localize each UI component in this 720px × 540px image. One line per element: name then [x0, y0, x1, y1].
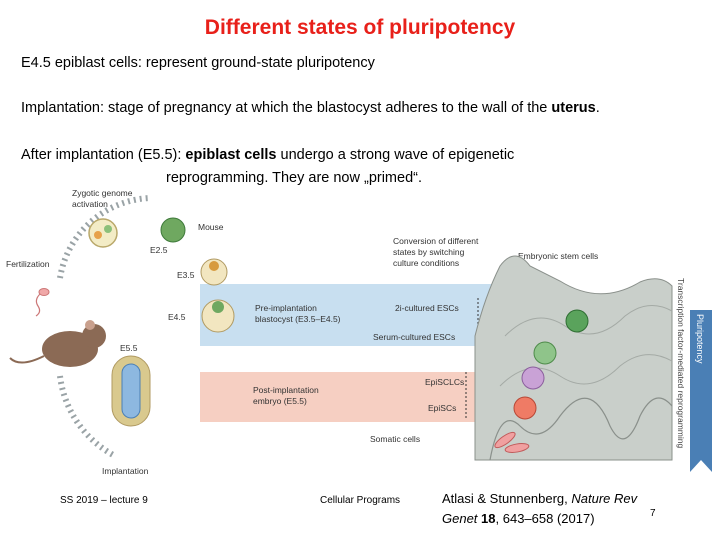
term-uterus: uterus — [551, 100, 596, 116]
inner-cell-mass-e35 — [209, 261, 219, 271]
label-episcs: EpiSCs — [428, 403, 456, 413]
label-conversion-1: Conversion of different — [393, 236, 479, 246]
citation: Atlasi & Stunnenberg, Nature Rev Genet 1… — [442, 489, 637, 529]
label-e55: E5.5 — [120, 343, 138, 353]
term-epiblast-cells: epiblast cells — [185, 147, 277, 163]
label-post-implantation-2: embryo (E5.5) — [253, 396, 307, 406]
cycle-arrow-bottom — [57, 375, 117, 459]
label-e35: E3.5 — [177, 270, 195, 280]
landscape-valleys — [489, 397, 673, 461]
zygote-cell — [88, 218, 118, 248]
blastocyst-e45 — [201, 299, 235, 333]
footer-lecture: SS 2019 – lecture 9 — [60, 495, 148, 506]
label-e45: E4.5 — [168, 312, 186, 322]
footer-course: Cellular Programs — [320, 495, 401, 506]
label-pre-implantation-2: blastocyst (E3.5–E4.5) — [255, 314, 341, 324]
mouse-head — [82, 324, 106, 348]
post-implantation-band — [200, 372, 510, 422]
label-fertilization: Fertilization — [6, 259, 50, 269]
label-implantation: Implantation — [102, 466, 149, 476]
label-conversion-2: states by switching — [393, 247, 465, 257]
label-tf-reprogramming: Transcription factor-mediated reprogramm… — [676, 278, 686, 448]
sperm-tail — [35, 293, 41, 317]
waddington-landscape — [474, 255, 673, 461]
slide-title: Different states of pluripotency — [204, 16, 516, 39]
citation-volume: 18 — [481, 511, 496, 526]
epiblast-e45 — [212, 301, 224, 313]
label-conversion-3: culture conditions — [393, 258, 459, 268]
period: . — [595, 100, 600, 116]
morula — [160, 217, 186, 243]
label-post-implantation-1: Post-implantation — [253, 385, 319, 395]
label-episclcs: EpiSCLCs — [425, 377, 464, 387]
landscape-contour-2 — [504, 305, 673, 337]
text-line-primed: reprogramming. They are now „primed“. — [166, 170, 422, 186]
cluster-2i-escs — [565, 309, 589, 333]
after-implantation-text: undergo a strong wave of epigenetic — [276, 147, 515, 163]
sperm-cell — [38, 288, 50, 296]
label-mouse: Mouse — [198, 222, 224, 232]
label-serum-escs: Serum-cultured ESCs — [373, 332, 455, 342]
label-pluripotency: Pluripotency — [695, 314, 705, 364]
page-number: 7 — [650, 508, 656, 519]
after-implantation-prefix: After implantation (E5.5): — [21, 147, 186, 163]
somatic-cell-2 — [504, 443, 530, 453]
label-zygotic-genome-1: Zygotic genome — [72, 188, 133, 198]
citation-journal-2: Genet — [442, 511, 478, 526]
pluripotency-arrow — [690, 310, 712, 472]
implantation-definition: : stage of pregnancy at which the blasto… — [100, 100, 552, 116]
pronucleus-1 — [94, 231, 102, 239]
cluster-serum-escs — [533, 341, 557, 365]
cluster-episcs — [513, 396, 537, 420]
label-e25: E2.5 — [150, 245, 168, 255]
epiblast-e55 — [121, 363, 141, 419]
label-zygotic-genome-2: activation — [72, 199, 108, 209]
pre-implantation-band — [200, 284, 510, 346]
text-line-ground-state: E4.5 epiblast cells: represent ground-st… — [21, 55, 375, 71]
label-embryonic-stem-cells: Embryonic stem cells — [518, 251, 598, 261]
somatic-cell-1 — [494, 431, 516, 449]
label-pre-implantation-1: Pre-implantation — [255, 303, 317, 313]
text-line-after-implantation: After implantation (E5.5): epiblast cell… — [21, 147, 514, 163]
term-implantation: Implantation — [21, 100, 100, 116]
citation-journal-1: Nature Rev — [571, 491, 638, 506]
label-2i-escs: 2i-cultured ESCs — [395, 303, 459, 313]
text-line-implantation: Implantation: stage of pregnancy at whic… — [21, 100, 600, 116]
citation-authors: Atlasi & Stunnenberg, — [442, 491, 572, 506]
pluripotency-figure: Zygotic genome activation Mouse E2.5 E3.… — [6, 188, 712, 476]
label-somatic-cells: Somatic cells — [370, 434, 420, 444]
mouse-ear — [85, 320, 95, 330]
blastocyst-e35 — [200, 258, 228, 286]
pronucleus-2 — [104, 225, 112, 233]
citation-pages: , 643–658 (2017) — [495, 511, 595, 526]
mouse-tail — [9, 355, 45, 364]
cluster-episclcs — [521, 366, 545, 390]
